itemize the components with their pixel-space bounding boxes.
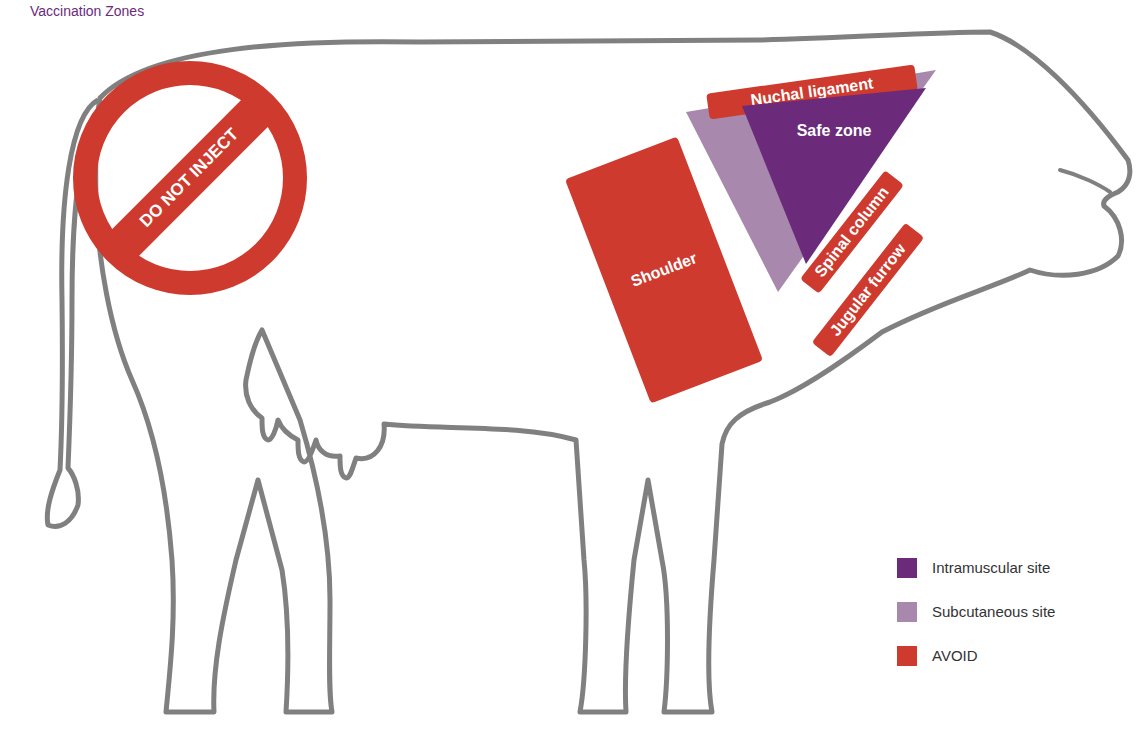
legend-text: AVOID [932,647,978,665]
sign-ring [85,73,295,283]
sign-bar [104,92,277,265]
zone-label: Safe zone [797,122,872,140]
zone-label: Shoulder [628,249,699,290]
legend-swatch [897,602,917,622]
cow-outline [96,32,1130,712]
ear-line [1060,170,1110,192]
legend-text: Subcutaneous site [932,603,1055,621]
legend-text: Intramuscular site [932,559,1050,577]
diagram-title: Vaccination Zones [30,3,144,19]
legend-swatch [897,558,917,578]
zone-label: DO NOT INJECT [137,125,243,231]
no-inject-sign: DO NOT INJECT [72,60,308,296]
legend-swatch [897,646,917,666]
